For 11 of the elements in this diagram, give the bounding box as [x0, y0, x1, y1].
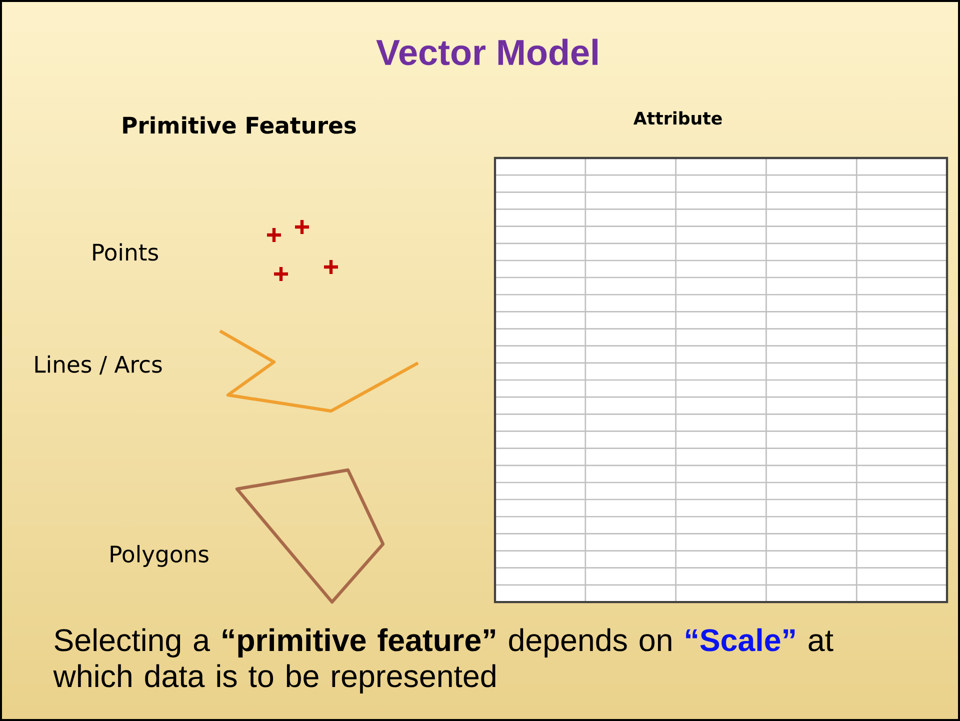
feature-label: Polygons	[110, 545, 208, 567]
label: Selecting a “primitive feature” depends on	[54, 628, 672, 658]
label: at	[808, 630, 834, 652]
title: Vector Model	[376, 38, 598, 66]
label: “Scale”	[686, 628, 795, 652]
heading: Primitive Features	[123, 116, 356, 134]
caption-text: Selecting a “primitive feature” depends on “Scale” at which data is to be represented	[53, 628, 834, 694]
label: which data is to be represented	[53, 664, 496, 694]
feature-label: Points	[93, 243, 158, 261]
heading: Attribute	[633, 111, 722, 125]
feature-label: Lines / Arcs	[35, 355, 162, 375]
